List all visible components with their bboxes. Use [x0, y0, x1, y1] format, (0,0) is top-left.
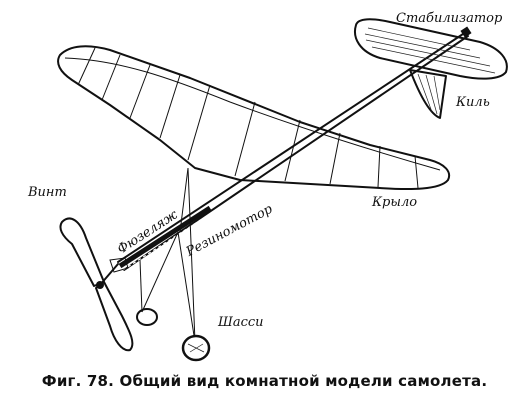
- fin: [409, 69, 447, 119]
- propeller: [59, 217, 134, 352]
- wing: [57, 45, 450, 191]
- gear-wheel-left: [136, 308, 158, 326]
- landing-gear: [136, 167, 211, 362]
- label-stabilizer: Стабилизатор: [396, 11, 503, 26]
- label-landing-gear: Шасси: [217, 315, 264, 330]
- label-fin: Киль: [455, 95, 490, 110]
- stabilizer: [354, 18, 508, 80]
- figure-caption: Фиг. 78. Общий вид комнатной модели само…: [41, 372, 488, 390]
- rubber-motor: [109, 205, 214, 273]
- label-wing: Крыло: [371, 195, 417, 210]
- label-propeller: Винт: [27, 185, 67, 200]
- fuselage: [117, 26, 472, 271]
